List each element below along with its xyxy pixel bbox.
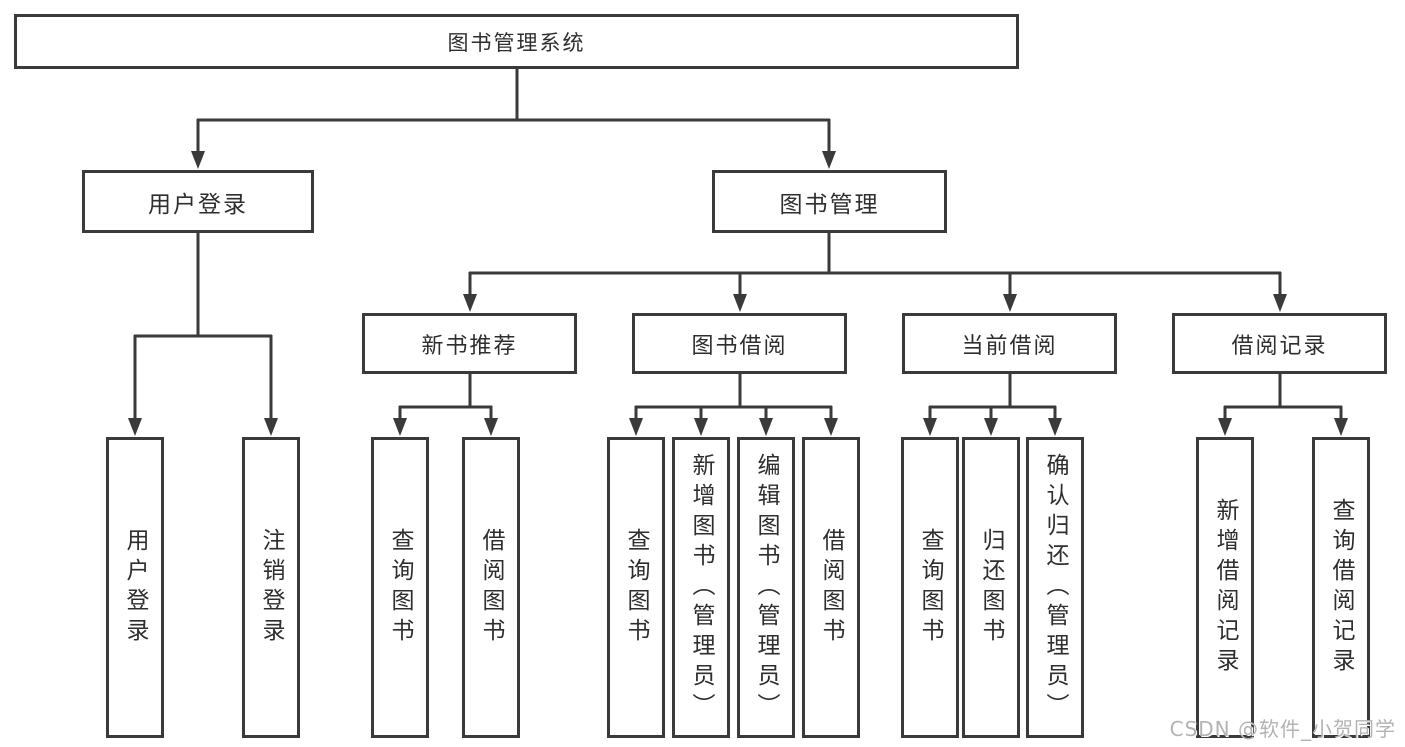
node-current-borrow: 当前借阅 — [902, 313, 1117, 374]
leaf-add-book-admin: 新增图书（管理员） — [672, 437, 730, 738]
leaf-query-book-recommend: 查询图书 — [371, 437, 429, 738]
node-root-system: 图书管理系统 — [14, 14, 1019, 69]
leaf-logout: 注销登录 — [242, 437, 300, 738]
leaf-borrow-book: 借阅图书 — [802, 437, 860, 738]
leaf-add-borrow-record: 新增借阅记录 — [1196, 437, 1254, 738]
leaf-return-book: 归还图书 — [962, 437, 1020, 738]
leaf-query-borrow-record: 查询借阅记录 — [1312, 437, 1370, 738]
leaf-query-book-borrow: 查询图书 — [607, 437, 665, 738]
leaf-confirm-return-admin: 确认归还（管理员） — [1026, 437, 1084, 738]
leaf-user-login: 用户登录 — [106, 437, 164, 738]
node-user-login: 用户登录 — [82, 170, 314, 233]
node-borrow-records: 借阅记录 — [1172, 313, 1387, 374]
leaf-query-book-current: 查询图书 — [901, 437, 959, 738]
node-book-borrow: 图书借阅 — [632, 313, 847, 374]
leaf-edit-book-admin: 编辑图书（管理员） — [737, 437, 795, 738]
csdn-watermark: CSDN @软件_小贺同学 — [1169, 717, 1396, 741]
node-new-book-recommend: 新书推荐 — [362, 313, 577, 374]
leaf-borrow-book-recommend: 借阅图书 — [462, 437, 520, 738]
node-book-management: 图书管理 — [712, 170, 947, 233]
